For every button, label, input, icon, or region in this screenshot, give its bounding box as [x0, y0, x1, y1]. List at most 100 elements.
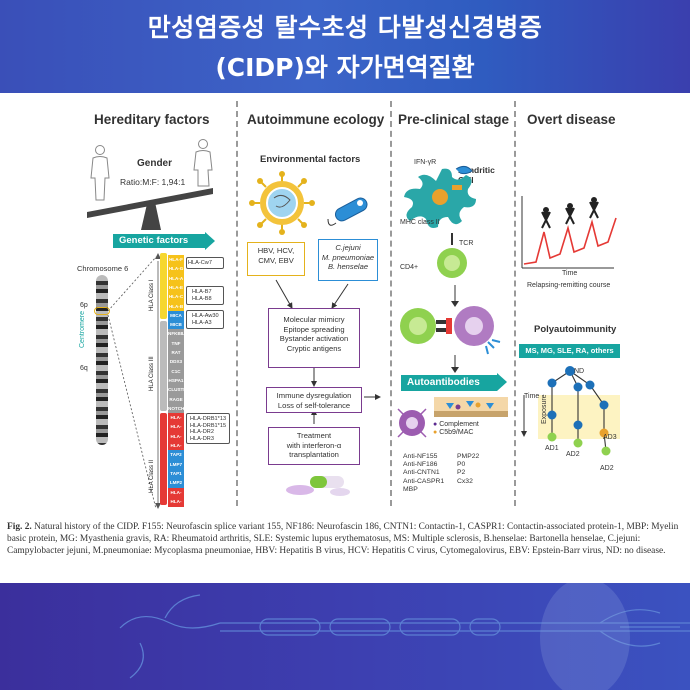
polyautoimmunity-tree	[521, 366, 620, 456]
title-autoimmune: Autoimmune ecology	[247, 112, 385, 127]
antibody-list-left: Anti-NF155 Anti-NF186 Anti-CNTN1 Anti-CA…	[403, 453, 444, 494]
bacteria-box-line: M. pneumoniae	[321, 252, 375, 262]
hla-gene-block: TAP2	[168, 450, 184, 461]
bacteria-box: C.jejuni M. pneumoniae B. henselae	[318, 239, 378, 281]
zoom-lines	[107, 253, 161, 510]
complement-legend: ● Complement ● C5b9/MAC	[433, 421, 479, 437]
mimicry-box: Molecular mimicry Epitope spreading Byst…	[268, 308, 360, 368]
down-arrow	[451, 285, 459, 307]
virus-box-line: CMV, EBV	[258, 255, 294, 265]
allele-label: HLA-DRB1*15	[190, 422, 227, 429]
course-time-label: Time	[562, 270, 578, 277]
hla-gene-block: HLA-E	[168, 282, 184, 293]
treatment-line: with interferon-α	[286, 440, 342, 450]
course-caption: Relapsing-remitting course	[527, 282, 611, 289]
antibody-item: PMP22	[457, 453, 480, 460]
chromosome-arm-p: 6p	[80, 302, 88, 309]
title-hereditary: Hereditary factors	[94, 112, 210, 127]
ifn-receptor-label: IFN-γR	[414, 159, 437, 166]
mhc-label: MHC class II	[400, 219, 440, 226]
allele-group-3-box	[186, 310, 224, 329]
treatment-box: Treatment with interferon-α transplantat…	[268, 427, 360, 465]
mimicry-line: Molecular mimicry	[283, 315, 345, 324]
allele-label: HLA-B8	[192, 295, 212, 302]
antibody-list-right: PMP22 P0 P2 Cx32	[457, 453, 479, 486]
antibody-item: Cx32	[457, 477, 473, 485]
mimicry-line: Epitope spreading	[283, 324, 345, 334]
bacteria-icon	[327, 197, 368, 226]
antibody-item: Anti-NF186	[403, 461, 438, 469]
banner-title-line2: (CIDP)와 자가면역질환	[215, 53, 475, 82]
hla-gene-block: C1C	[168, 366, 184, 377]
allele-label: HLA-DRB1*13	[190, 416, 227, 422]
antibody-item: Anti-CNTN1	[403, 469, 440, 477]
title-banner: 만성염증성 탈수초성 다발성신경병증 (CIDP)와 자가면역질환	[0, 0, 690, 93]
t-cell-b-cell-interaction	[400, 306, 501, 355]
column-separator	[514, 101, 516, 506]
centromere-label: Centromere	[79, 311, 86, 348]
gender-seesaw-illustration	[87, 139, 213, 230]
dendritic-line: Dendritic	[458, 165, 495, 175]
allele-group-1: HLA-Cw7	[188, 260, 212, 267]
allele-label: HLA-A3	[192, 319, 212, 326]
hla-gene-block: HLA-A	[168, 273, 184, 284]
down-arrow	[451, 355, 459, 373]
antibody-item: MBP	[403, 485, 418, 493]
allele-label: HLA-DR2	[190, 429, 214, 435]
environmental-factors-title: Environmental factors	[260, 154, 361, 165]
myelin-attack-illustration	[397, 397, 508, 438]
hla-gene-block: MICB	[168, 320, 184, 331]
male-figure-icon	[90, 145, 110, 201]
allele-group-4: HLA-DRB1*13 HLA-DRB1*15 HLA-DR2 HLA-DR3	[190, 416, 226, 442]
antibody-item: P0	[457, 461, 466, 469]
allele-group-2-box	[186, 286, 224, 305]
node-label-ad1: AD1	[545, 445, 559, 452]
seesaw-pivot	[141, 202, 161, 230]
hla-class3-band	[160, 321, 167, 411]
polyautoimmunity-title: Polyautoimmunity	[534, 324, 617, 335]
hla-gene-block: DDX3	[168, 357, 184, 368]
legend-complement: ● Complement	[433, 421, 479, 428]
hla-gene-block: NOTCH4	[168, 403, 187, 414]
hla-gene-block: LMP2	[168, 478, 184, 489]
mimicry-line: Cryptic antigens	[286, 343, 342, 353]
hla-gene-block: NFKBIL1	[168, 329, 187, 340]
chromosome-6-ideogram	[96, 275, 108, 445]
caption-text: Natural history of the CIDP. F155: Neuro…	[7, 522, 679, 556]
hla-gene-block: MICA	[168, 310, 184, 321]
hla-class1-band	[160, 253, 167, 319]
node-label-ad3: AD3	[603, 434, 617, 441]
gender-title: Gender	[137, 158, 173, 169]
allele-label: HLA-B7	[192, 289, 212, 295]
hla-gene-block: HLA-G	[168, 264, 184, 275]
allele-group-1-box	[186, 257, 224, 269]
hla-gene-block: HLA-B	[168, 301, 184, 312]
bacteria-box-line: B. henselae	[327, 262, 369, 271]
neuron-illustration	[119, 583, 690, 690]
allele-label: HLA-Cw7	[188, 260, 212, 266]
dysregulation-line: Immune dysregulation	[276, 391, 352, 400]
node-label-nd: ND	[574, 368, 585, 375]
hla-class1-label: HLA Class I	[149, 279, 155, 311]
allele-group-4-box	[186, 413, 230, 444]
banner-title-line1: 만성염증성 탈수초성 다발성신경병증	[147, 13, 543, 42]
node-label-ad2: AD2	[566, 451, 580, 458]
allele-group-2: HLA-B7 HLA-B8	[192, 289, 212, 302]
figure-panel: Hereditary factors Autoimmune ecology Pr…	[0, 93, 690, 514]
column-separator	[390, 101, 392, 506]
chromosome-arm-q: 6q	[80, 365, 88, 372]
bacteria-box-line: C.jejuni	[335, 243, 361, 252]
cd4-label: CD4+	[400, 264, 419, 271]
hla-gene-block: TAP1	[168, 468, 184, 479]
mimicry-line: Bystander activation	[279, 334, 349, 343]
chromosome-label: Chromosome 6	[77, 264, 129, 273]
hla-gene-block: TNF	[168, 338, 184, 349]
treatment-line: Treatment	[296, 431, 332, 440]
allele-group-3: HLA-Aw30 HLA-A3	[192, 313, 219, 326]
hla-gene-block: CLUSTER	[168, 385, 190, 396]
hla-gene-block: HLA-C	[168, 292, 184, 303]
dysregulation-line: Loss of self-tolerance	[277, 400, 351, 410]
dysregulation-box: Immune dysregulation Loss of self-tolera…	[266, 387, 362, 413]
antibody-item: Anti-CASPR1	[403, 477, 445, 485]
treatment-line: transplantation	[289, 450, 339, 459]
